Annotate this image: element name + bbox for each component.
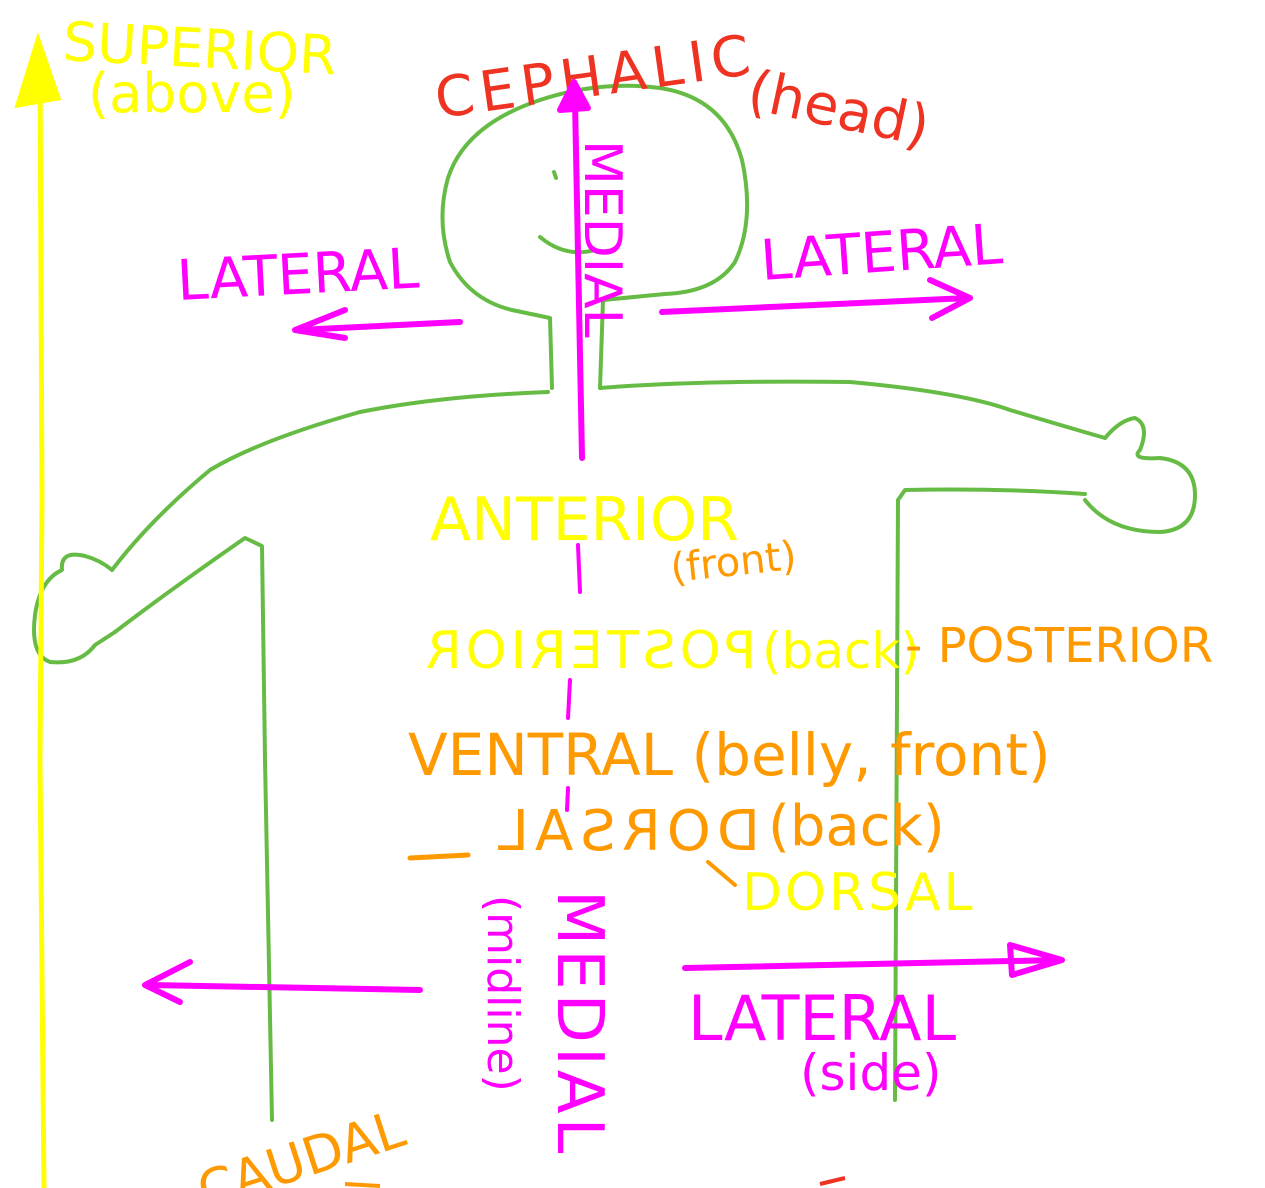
posterior-label: - POSTERIOR: [905, 618, 1213, 674]
superior-note: (above): [88, 62, 296, 125]
dash-1: [578, 545, 580, 592]
bottom-stroke-fragment: [345, 1184, 380, 1186]
face-eye: [554, 172, 556, 178]
dorsal-mirrored-label: DORSAL: [492, 799, 760, 864]
dash-2: [568, 680, 570, 718]
dorsal-mirrored-group: DORSAL: [492, 799, 760, 864]
posterior-mirrored-label: POSTERIOR: [422, 621, 756, 681]
lateral-lower-left-arrow-line: [150, 985, 420, 990]
lateral-left-arrow-line: [298, 322, 460, 330]
medial-top-label: MEDIAL: [572, 140, 632, 338]
cephalic-label: CEPHALIC: [431, 22, 760, 131]
dorsal-connector: [708, 862, 735, 885]
superior-axis: [18, 40, 58, 1188]
cephalic-note: (head): [742, 58, 935, 160]
dorsal-underline: [410, 855, 468, 858]
lateral-right-arrow-line: [662, 298, 968, 312]
posterior-mirrored-group: POSTERIOR: [422, 621, 756, 681]
caudal-label: CAUDAL: [190, 1099, 412, 1188]
ventral-label: VENTRAL (belly, front): [408, 721, 1051, 789]
posterior-back-note: (back): [762, 622, 920, 680]
medial-bottom-label: MEDIAL: [542, 890, 616, 1157]
left-inner-arm: [115, 538, 272, 1120]
superior-arrowhead: [18, 40, 58, 105]
dorsal-back-note: (back): [768, 794, 945, 859]
left-hand: [34, 555, 115, 663]
superior-axis-line: [40, 60, 44, 1188]
lateral-left-arrowhead: [295, 310, 345, 338]
bottom-stroke-fragment-2: [820, 1178, 845, 1184]
lateral-lower-left-arrowhead: [145, 962, 190, 1002]
lateral-left-top-label: LATERAL: [175, 236, 420, 314]
midline-note: (midline): [477, 895, 528, 1092]
lateral-bottom-note: (side): [800, 1044, 941, 1102]
lateral-lower-right-arrow-line: [685, 960, 1060, 968]
dorsal-label: DORSAL: [742, 863, 976, 923]
lateral-right-top-label: LATERAL: [758, 212, 1004, 294]
right-shoulder: [600, 382, 1105, 438]
